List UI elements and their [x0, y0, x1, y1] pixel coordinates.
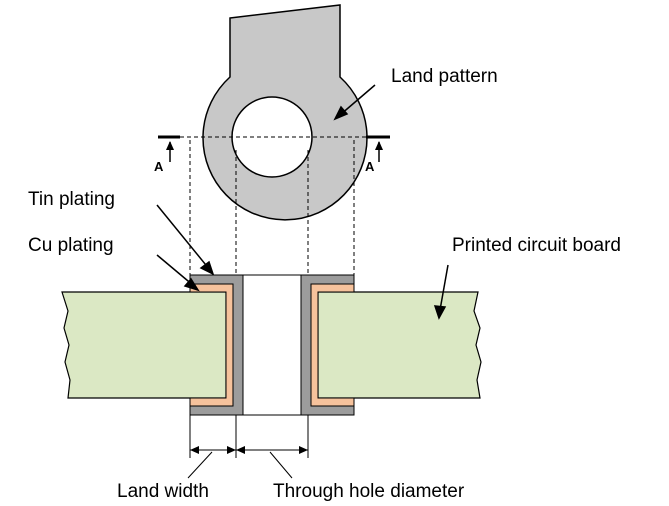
- label-through-hole-diameter: Through hole diameter: [273, 481, 465, 502]
- label-cu-plating: Cu plating: [28, 235, 114, 256]
- section-marker-left: [158, 135, 180, 162]
- pcb-left: [61, 291, 227, 399]
- pcb-cross-section: [61, 274, 482, 416]
- label-tin-plating: Tin plating: [28, 189, 115, 210]
- label-printed-circuit-board: Printed circuit board: [452, 235, 621, 256]
- cu-plating-left: [189, 283, 234, 407]
- label-land-pattern: Land pattern: [391, 66, 498, 87]
- dimension-lines: [187, 415, 309, 479]
- cu-plating-right: [310, 283, 355, 407]
- section-marker-right: [366, 135, 390, 162]
- projection-lines: [189, 140, 355, 275]
- label-section-a-right: A: [365, 159, 375, 174]
- through-hole-section: [242, 274, 302, 416]
- leader-lines: [156, 84, 449, 320]
- label-section-a-left: A: [154, 159, 164, 174]
- pcb-right: [317, 291, 482, 399]
- label-land-width: Land width: [117, 481, 209, 502]
- land-pattern-top-view: [202, 4, 368, 221]
